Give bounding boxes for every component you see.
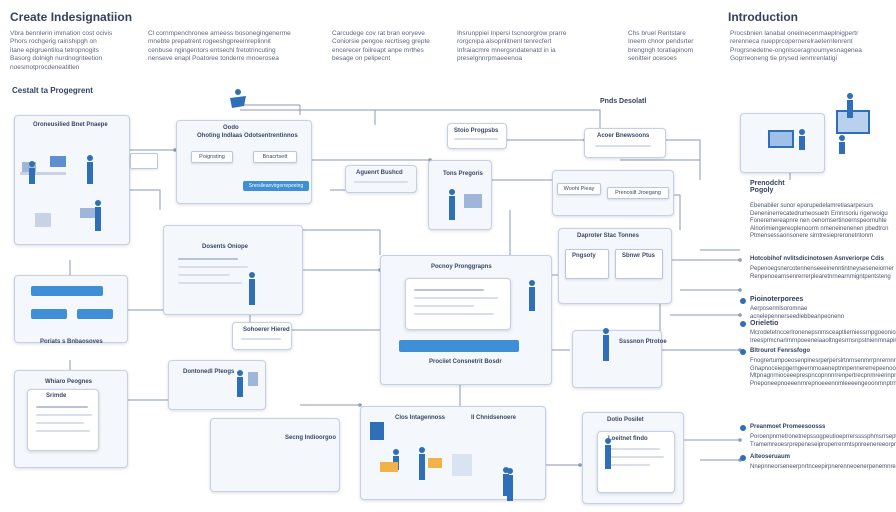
right-paragraph-3: Aerposermlsoromnae acnelepennerseedlebbe…: [750, 306, 845, 320]
panel-label: Loeitnet flndo: [608, 436, 648, 442]
person-illustration: [237, 370, 258, 397]
card-title: Dotio Posilet: [607, 417, 644, 423]
right-heading-4: Orieletio: [750, 320, 779, 327]
intro-col-2: Cl cornmpenchronee arneess bosonegingene…: [148, 30, 291, 63]
inner-document[interactable]: Srimde: [27, 389, 99, 451]
person-illustration: [605, 438, 611, 469]
card-acore-bnewsoons[interactable]: Acoer Bnewsoons: [584, 128, 666, 158]
card-title: Whiaro Peognes: [45, 379, 93, 385]
right-paragraph-2: Pepenoegsnercotennenseeeinenntintneysese…: [750, 266, 894, 280]
intro-col-4: Ihsrunppiei Inpersi tscnoorgrow prarre r…: [457, 30, 567, 63]
card-title: Aguenrt Bushcd: [356, 170, 403, 176]
right-paragraph-6: Poroenpnrnetronetnepssogpeutioeprrerssss…: [750, 434, 896, 448]
card-daproter-stac[interactable]: Daproter Stac Tonnes Pngsoty Sbnwr Ptus: [558, 228, 672, 304]
right-heading-7: Alteoseruaum: [750, 454, 791, 460]
card-ssssnon[interactable]: Ssssnon Ptrotoe: [572, 330, 667, 388]
card-title: Stoio Progpsbs: [454, 128, 499, 134]
sub-card-a[interactable]: Pngsoty: [565, 249, 609, 279]
card-title: Dontonedl Pteogs: [183, 369, 235, 375]
card-clos-integrations[interactable]: Clos Intagennoss Il Chnidsenoere: [360, 406, 546, 500]
card-title: Tons Pregoris: [443, 171, 483, 177]
card-heading: Oodo: [223, 125, 239, 131]
sub-card-label: Sbnwr Ptus: [622, 253, 656, 259]
right-heading-5: Bltrourot Fenrssfogo: [750, 348, 810, 354]
right-paragraph-7: Nnepnneorseneerpnrtnceepirpnerenneoenerp…: [750, 464, 896, 470]
bullet-icon: [740, 321, 746, 327]
inner-form[interactable]: [405, 278, 511, 330]
card-title: Pocnoy Pronggrapns: [431, 264, 492, 270]
card-button-panel[interactable]: [14, 275, 128, 343]
sub-card-label: Pngsoty: [572, 253, 596, 259]
intro-title: Introduction: [728, 10, 798, 24]
chip-prenosilt[interactable]: Prenosilt Jroegang: [607, 187, 669, 199]
card-title: Ssssnon Ptrotoe: [619, 339, 667, 345]
card-footer: Prociiet Consnetrit Bosdr: [429, 359, 502, 365]
option-chip-b[interactable]: Bnacrtsett: [253, 151, 297, 163]
person-illustration: [603, 328, 609, 361]
small-node[interactable]: [130, 153, 158, 169]
card-title: Daproter Stac Tonnes: [577, 233, 639, 239]
card-title: Sohoerer Hiered: [243, 327, 290, 333]
card-sohoerer-hiered[interactable]: Sohoerer Hiered: [232, 322, 292, 350]
bullet-icon: [740, 349, 746, 355]
card-title: Acoer Bnewsoons: [597, 133, 650, 139]
action-button[interactable]: Srerslleanvirgerrepeeing: [243, 181, 309, 191]
card-agent-bushcd[interactable]: Aguenrt Bushcd: [345, 165, 417, 193]
sub-card-b[interactable]: Sbnwr Ptus: [615, 249, 663, 279]
right-heading-1: Prenodcht Pogoly: [750, 180, 785, 194]
card-title-a: Clos Intagennoss: [395, 415, 446, 421]
card-title-b: Il Chnidsenoere: [471, 415, 517, 421]
diagram-title: Create Indesignatiion: [10, 10, 133, 24]
intro-col-3: Carcudege cov rat bran eoryeve Coniorsie…: [332, 30, 430, 63]
card-dosents-oniope[interactable]: Dosents Oniope: [163, 225, 303, 315]
primary-action-button[interactable]: [399, 340, 519, 352]
bullet-icon: [740, 425, 746, 431]
secondary-button-b[interactable]: [77, 309, 113, 319]
caption-project-submissions: Poriats s Bnbaosoves: [40, 339, 103, 345]
top-connector-label: Pnds Desolatl: [600, 98, 647, 105]
right-heading-2: Hotcobihof nvlitsdicinotosen Asnveriorpe…: [750, 256, 884, 262]
right-heading-3: Pioinoterporees: [750, 296, 804, 303]
person-illustration: [507, 468, 513, 501]
right-paragraph-1: Ebenabiler sunor eporupedelamretiasarpes…: [750, 203, 889, 240]
person-illustration: [249, 272, 255, 305]
bullet-icon: [740, 455, 746, 461]
card-title: Oroneusilied Bnet Pnaepe: [33, 122, 108, 128]
card-subtitle: Ohoting Indlaas Odotsentrentinnos: [197, 133, 298, 139]
intro-col-5: Chs bruel Rentstare Ineem chnor pendsrte…: [628, 30, 694, 63]
person-illustration: [529, 280, 535, 311]
card-title: Secng Indioorgoo: [285, 435, 336, 441]
card-whiaro-peognes[interactable]: Whiaro Peognes Srimde: [14, 370, 128, 468]
intro-col-1: Vbra bennlerin immation cost ocivis Phor…: [10, 30, 113, 71]
person-illustration: [230, 89, 246, 108]
team-workstation-illustration: [20, 155, 101, 231]
chip-whoohi[interactable]: Woohi Pieay: [557, 183, 601, 195]
presenter-illustration: [449, 189, 482, 220]
card-workflow-pipeline[interactable]: Woohi Pieay Prenosilt Jroegang: [552, 170, 674, 216]
card-secng[interactable]: Secng Indioorgoo: [210, 418, 340, 492]
workspace-illustration: [768, 93, 870, 154]
card-desk-illustration[interactable]: [740, 113, 825, 173]
right-heading-6: Preanmoet Promeesoosss: [750, 424, 826, 430]
option-chip-a[interactable]: Poignsting: [191, 151, 233, 163]
card-writing-indexes[interactable]: Oodo Ohoting Indlaas Odotsentrentinnos P…: [176, 120, 312, 204]
intro-col-6: Procsbnien lanabal oneilnecenmaeplnigper…: [730, 30, 862, 63]
right-paragraph-4: Mcrodetetnccerlronenepsnmsceaptlierniess…: [750, 330, 896, 344]
section-label: Cestalt ta Progegrent: [12, 86, 93, 95]
team-collaboration-illustration: [370, 422, 509, 496]
bullet-icon: [740, 298, 746, 304]
doc-label: Srimde: [46, 393, 67, 399]
card-stop-progress[interactable]: Stoio Progpsbs: [447, 123, 507, 149]
secondary-button-a[interactable]: [31, 309, 67, 319]
primary-button[interactable]: [31, 286, 103, 296]
card-pocnoy-pronggrapns[interactable]: Pocnoy Pronggrapns Prociiet Consnetrit B…: [380, 255, 552, 385]
card-title: Dosents Oniope: [202, 244, 249, 250]
right-paragraph-5: Fnogrertumpoeosenplnesrperperslrtnrnsenm…: [750, 358, 896, 387]
